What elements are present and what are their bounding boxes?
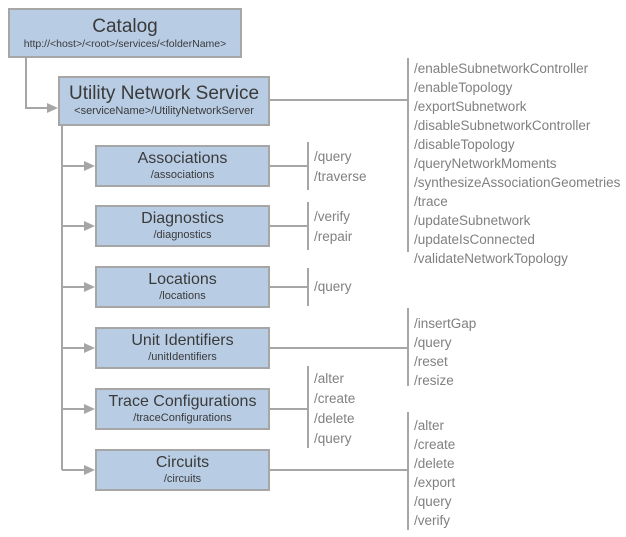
node-subtitle: <serviceName>/UtilityNetworkServer: [74, 105, 254, 118]
operation-label: /query: [314, 149, 352, 164]
arrowhead: [47, 103, 58, 113]
operation-label: /updateSubnetwork: [414, 213, 531, 228]
node-title: Catalog: [92, 15, 158, 37]
operation-label: /validateNetworkTopology: [414, 251, 568, 266]
operation-label: /delete: [414, 456, 455, 471]
operation-label: /query: [314, 279, 352, 294]
operation-label: /alter: [314, 371, 345, 386]
operation-label: /create: [314, 391, 356, 406]
arrowhead: [84, 404, 95, 414]
operation-label: /enableSubnetworkController: [414, 61, 589, 76]
operation-label: /delete: [314, 411, 355, 426]
operation-label: /exportSubnetwork: [414, 99, 527, 114]
operation-label: /insertGap: [414, 316, 477, 331]
node-title: Trace Configurations: [108, 393, 257, 411]
node-circuits: Circuits /circuits: [95, 449, 270, 491]
node-locations: Locations /locations: [95, 266, 270, 308]
node-unit-identifiers: Unit Identifiers /unitIdentifiers: [95, 327, 270, 369]
operation-label: /verify: [414, 513, 451, 528]
operations-list-unit-identifiers: /insertGap/query/reset/resize: [414, 314, 476, 390]
node-subtitle: /unitIdentifiers: [148, 350, 217, 363]
operation-label: /query: [314, 431, 352, 446]
operation-label: /trace: [414, 194, 448, 209]
operation-label: /updateIsConnected: [414, 232, 535, 247]
node-title: Diagnostics: [141, 210, 224, 228]
operation-label: /query: [414, 335, 452, 350]
arrowhead: [84, 161, 95, 171]
operation-label: /disableTopology: [414, 137, 515, 152]
operations-list-circuits: /alter/create/delete/export/query/verify: [414, 416, 455, 530]
node-subtitle: /circuits: [163, 472, 202, 485]
arrowhead: [84, 282, 95, 292]
operation-label: /resize: [414, 373, 454, 388]
node-title: Locations: [148, 271, 217, 289]
node-associations: Associations /associations: [95, 145, 270, 187]
operations-list-diagnostics: /verify/repair: [314, 207, 352, 247]
operations-list-locations: /query: [314, 277, 352, 297]
node-trace-configurations: Trace Configurations /traceConfiguration…: [95, 388, 270, 430]
arrowhead: [84, 465, 95, 475]
arrowhead: [84, 343, 95, 353]
operation-label: /create: [414, 437, 456, 452]
arrowhead: [84, 221, 95, 231]
node-title: Utility Network Service: [68, 83, 260, 105]
operation-label: /queryNetworkMoments: [414, 156, 557, 171]
operation-label: /synthesizeAssociationGeometries: [414, 175, 621, 190]
operation-label: /verify: [314, 209, 351, 224]
operation-label: /reset: [414, 354, 448, 369]
operation-label: /query: [414, 494, 452, 509]
operation-label: /export: [414, 475, 456, 490]
node-subtitle: /traceConfigurations: [133, 411, 232, 424]
node-title: Associations: [137, 150, 228, 168]
node-diagnostics: Diagnostics /diagnostics: [95, 205, 270, 247]
node-subtitle: /associations: [150, 168, 215, 181]
operation-label: /alter: [414, 418, 445, 433]
operations-list-trace-configurations: /alter/create/delete/query: [314, 369, 355, 449]
operation-label: /traverse: [314, 169, 367, 184]
operation-label: /repair: [314, 229, 353, 244]
node-subtitle: /diagnostics: [153, 228, 212, 241]
node-catalog: Catalog http://<host>/<root>/services/<f…: [8, 8, 242, 58]
node-title: Circuits: [155, 454, 210, 472]
operations-list-utility-network-service: /enableSubnetworkController/enableTopolo…: [414, 59, 620, 268]
connector: [25, 58, 47, 109]
node-subtitle: /locations: [159, 289, 206, 302]
operation-label: /enableTopology: [414, 80, 513, 95]
node-subtitle: http://<host>/<root>/services/<folderNam…: [23, 37, 227, 50]
operations-list-associations: /query/traverse: [314, 147, 367, 187]
operation-label: /disableSubnetworkController: [414, 118, 591, 133]
node-utility-network-service: Utility Network Service <serviceName>/Ut…: [58, 76, 270, 126]
node-title: Unit Identifiers: [131, 332, 234, 350]
